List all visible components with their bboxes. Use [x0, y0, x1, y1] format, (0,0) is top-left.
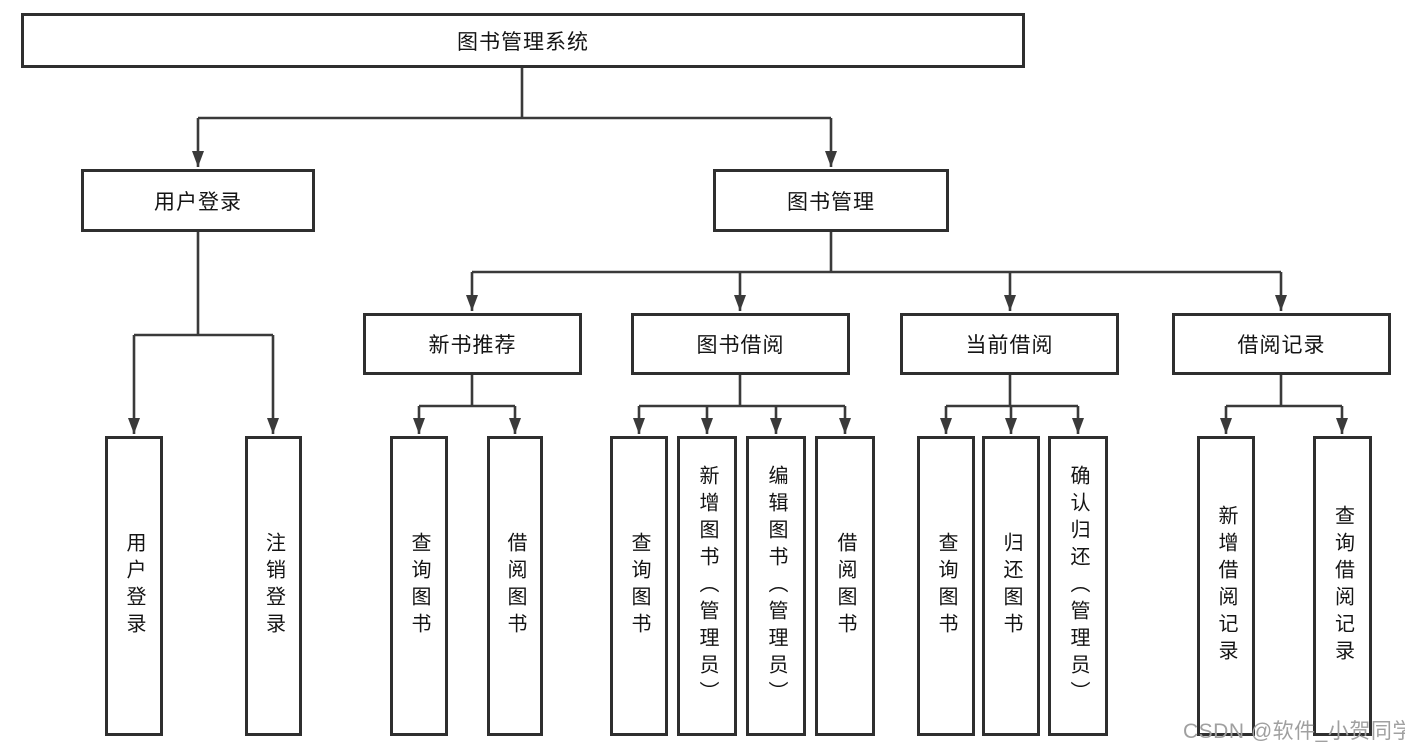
- leaf-label: 新增借阅记录: [1215, 505, 1237, 667]
- node-label: 图书管理: [787, 190, 875, 214]
- leaf-label: 用户登录: [123, 532, 145, 640]
- leaf-label: 编辑图书（管理员）: [765, 464, 787, 708]
- leaf-label: 新增图书（管理员）: [696, 464, 718, 708]
- leaf-borrow-books: 借阅图书: [815, 436, 875, 736]
- node-label: 用户登录: [154, 190, 242, 214]
- node-label: 借阅记录: [1237, 334, 1326, 357]
- node-book-management: 图书管理: [713, 169, 949, 232]
- node-label: 图书管理系统: [457, 30, 589, 54]
- node-label: 图书借阅: [696, 334, 785, 357]
- leaf-add-borrow-record: 新增借阅记录: [1197, 436, 1255, 736]
- leaf-user-login: 用户登录: [105, 436, 163, 736]
- node-new-book-recommendation: 新书推荐: [363, 313, 582, 375]
- leaf-query-books-recommend: 查询图书: [390, 436, 448, 736]
- leaf-query-books-current: 查询图书: [917, 436, 975, 736]
- leaf-label: 借阅图书: [504, 532, 526, 640]
- leaf-label: 确认归还（管理员）: [1067, 464, 1089, 708]
- leaf-query-books-borrow: 查询图书: [610, 436, 668, 736]
- node-book-borrowing: 图书借阅: [631, 313, 850, 375]
- leaf-confirm-return-admin: 确认归还（管理员）: [1048, 436, 1108, 736]
- leaf-label: 查询借阅记录: [1331, 505, 1354, 667]
- node-current-borrowing: 当前借阅: [900, 313, 1119, 375]
- node-label: 新书推荐: [428, 334, 517, 357]
- csdn-watermark: CSDN @软件_小贺同学: [1183, 720, 1405, 743]
- leaf-borrow-books-recommend: 借阅图书: [487, 436, 543, 736]
- leaf-edit-books-admin: 编辑图书（管理员）: [746, 436, 806, 736]
- leaf-label: 查询图书: [408, 532, 430, 640]
- leaf-query-borrow-record: 查询借阅记录: [1313, 436, 1372, 736]
- leaf-label: 归还图书: [1000, 532, 1022, 640]
- node-label: 当前借阅: [965, 334, 1054, 357]
- leaf-label: 查询图书: [935, 532, 957, 640]
- node-library-management-system: 图书管理系统: [21, 13, 1025, 68]
- node-user-login: 用户登录: [81, 169, 315, 232]
- leaf-logout: 注销登录: [245, 436, 302, 736]
- node-borrowing-records: 借阅记录: [1172, 313, 1391, 375]
- leaf-label: 注销登录: [262, 532, 285, 640]
- leaf-label: 查询图书: [628, 532, 650, 640]
- leaf-label: 借阅图书: [834, 532, 856, 640]
- leaf-add-books-admin: 新增图书（管理员）: [677, 436, 737, 736]
- leaf-return-books: 归还图书: [982, 436, 1040, 736]
